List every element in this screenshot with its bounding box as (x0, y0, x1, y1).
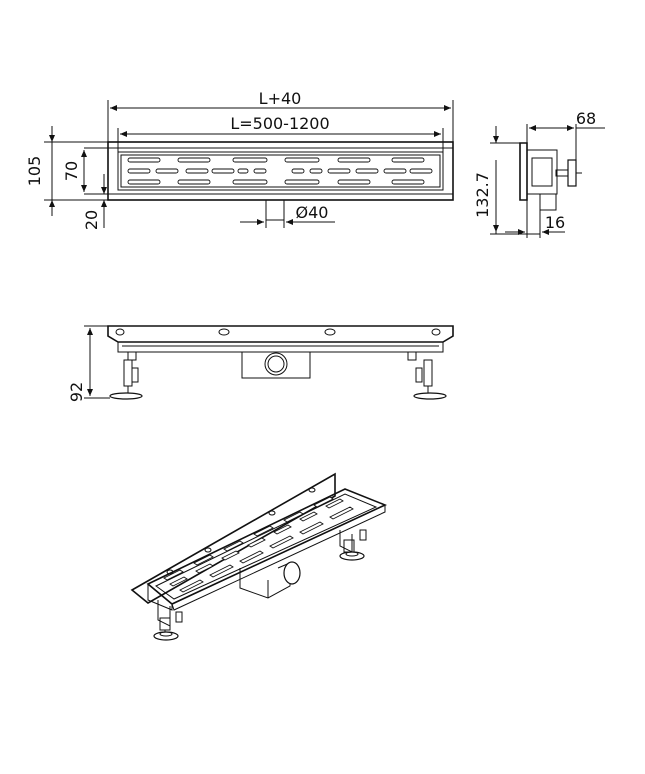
outlet-box (241, 351, 311, 379)
left-adjustable-foot (109, 351, 143, 400)
front-view: 92 (67, 325, 454, 402)
dim-flange-height: 20 (82, 210, 101, 230)
top-view: L+40 L=500-1200 105 70 20 Ø40 (25, 89, 454, 230)
dim-outlet-diameter: Ø40 (296, 203, 329, 222)
iso-outlet-box (239, 566, 291, 599)
dim-grate-length: L=500-1200 (230, 114, 329, 133)
dim-total-height: 105 (25, 156, 44, 187)
iso-left-foot (153, 600, 183, 641)
dim-overall-length: L+40 (259, 89, 302, 108)
dim-side-depth: 16 (545, 213, 565, 232)
dim-side-width: 68 (576, 109, 596, 128)
grate-outline (117, 151, 444, 191)
dim-side-height: 132.7 (473, 172, 492, 218)
right-adjustable-foot (407, 351, 447, 400)
outlet-pipe-top (265, 199, 285, 221)
grate-slots (127, 157, 433, 185)
dim-leg-height: 92 (67, 382, 86, 402)
iso-right-foot (339, 529, 367, 561)
dim-grate-height: 70 (62, 161, 81, 181)
isometric-view (130, 472, 388, 641)
side-view: 68 132.7 16 (473, 109, 605, 238)
adjustment-screw (567, 159, 577, 187)
iso-grate-slots (163, 496, 354, 593)
